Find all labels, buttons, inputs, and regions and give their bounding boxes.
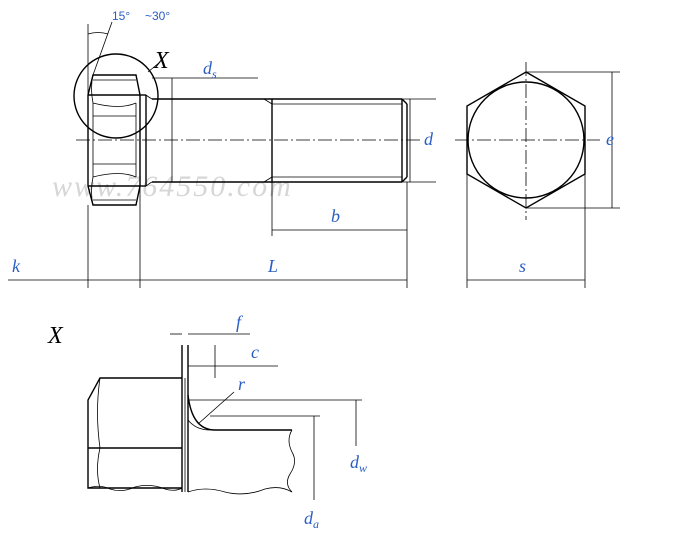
dim-b-label: b	[331, 206, 340, 226]
dim-d-label: d	[424, 129, 434, 149]
detail-circle-x	[73, 53, 159, 139]
bolt-side-view: X 15° ~30° ds d b k L	[8, 9, 436, 288]
dim-c-label: c	[251, 342, 259, 362]
detail-head	[87, 377, 182, 489]
angle-15-label: 15°	[112, 9, 130, 23]
angle-30-label: ~30°	[145, 9, 170, 23]
dim-L-label: L	[267, 256, 278, 276]
dim-r-label: r	[238, 374, 246, 394]
detail-label-top: X	[153, 48, 170, 74]
dim-k-label: k	[12, 256, 21, 276]
bolt-end-view: e s	[455, 62, 620, 288]
dim-dw-label: dw	[350, 452, 367, 475]
detail-label-bottom: X	[47, 323, 64, 349]
detail-x-view: X f c r dw da	[47, 312, 367, 531]
dim-f-label: f	[236, 312, 244, 332]
dim-s-label: s	[519, 256, 526, 276]
dim-e-label: e	[606, 129, 614, 149]
dim-ds-label: ds	[203, 58, 217, 81]
dim-da-label: da	[304, 508, 319, 531]
